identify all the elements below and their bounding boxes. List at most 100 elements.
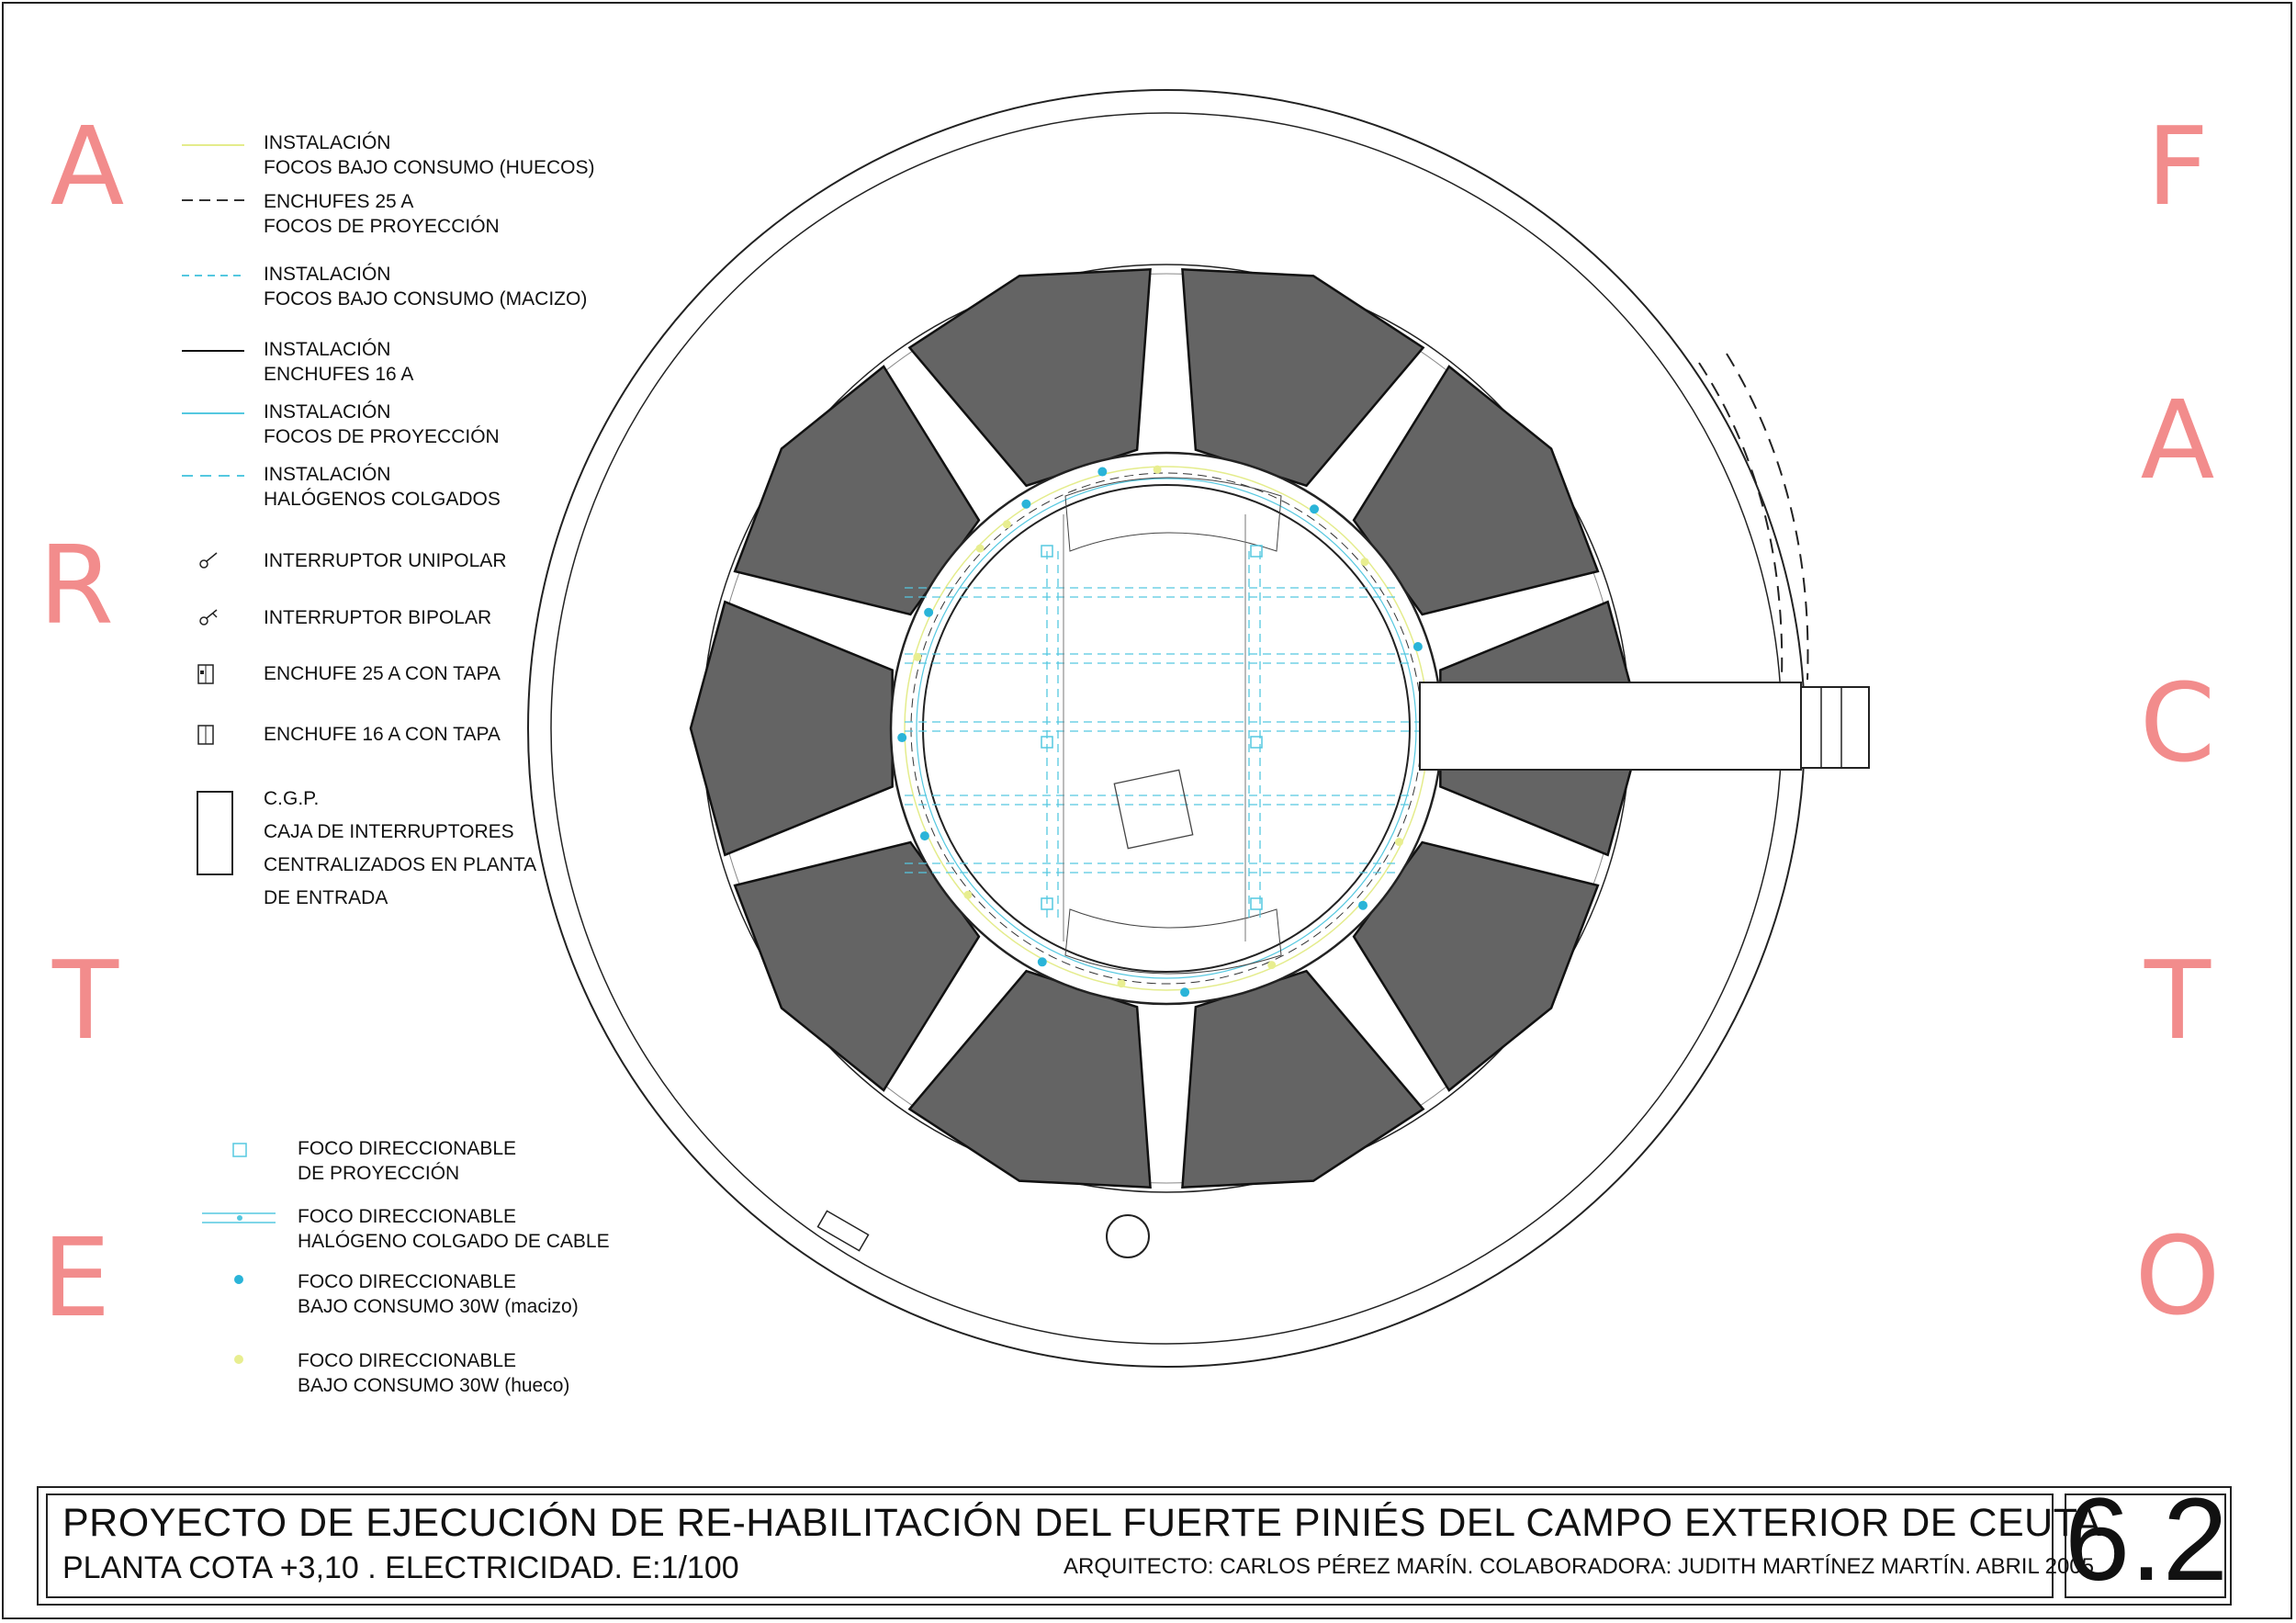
bridge-end xyxy=(1800,686,1870,769)
lamp-macizo-3 xyxy=(1412,642,1423,652)
legend-switch-bipolar: INTERRUPTOR BIPOLAR xyxy=(264,607,492,628)
legend-light-1: FOCO DIRECCIONABLE DE PROYECCIÓN xyxy=(298,1136,516,1186)
embrasure-5 xyxy=(1181,969,1425,1189)
legend-socket-25a: ENCHUFE 25 A CON TAPA xyxy=(264,663,501,684)
title-block-outer xyxy=(37,1486,2232,1606)
embrasure-7 xyxy=(733,840,981,1092)
side-letter-c: C xyxy=(2139,659,2216,786)
legend-line-2-a: ENCHUFES 25 A xyxy=(264,191,414,212)
grid-structure xyxy=(1063,514,1246,941)
legend-line-1: INSTALACIÓN FOCOS BAJO CONSUMO (HUECOS) xyxy=(264,130,595,180)
legend-cgp: C.G.P. CAJA DE INTERRUPTORES CENTRALIZAD… xyxy=(264,783,536,915)
embrasures xyxy=(689,267,1644,1189)
lamp-hueco-6 xyxy=(1117,979,1126,988)
lamp-macizo-7 xyxy=(1037,957,1047,967)
switch-unipolar-icon xyxy=(199,552,218,569)
stairs xyxy=(1064,477,1282,975)
legend-socket-16a: ENCHUFE 16 A CON TAPA xyxy=(264,724,501,745)
side-letter-t: T xyxy=(51,937,119,1064)
side-letter-a2: A xyxy=(2140,377,2215,503)
legend-light-4: FOCO DIRECCIONABLE BAJO CONSUMO 30W (hue… xyxy=(298,1348,569,1398)
cyan-grid xyxy=(905,551,1419,919)
lamp-macizo-2 xyxy=(1310,504,1320,514)
sheet-number-box xyxy=(2065,1493,2226,1598)
lamp-hueco-7 xyxy=(963,890,973,899)
legend-light-1-a: FOCO DIRECCIONABLE xyxy=(298,1138,517,1159)
plan-subtitle: PLANTA COTA +3,10 . ELECTRICIDAD. E:1/10… xyxy=(62,1550,739,1585)
legend-light-3: FOCO DIRECCIONABLE BAJO CONSUMO 30W (mac… xyxy=(298,1269,579,1319)
yellow-dot-icon xyxy=(234,1355,243,1364)
legend-line-2: ENCHUFES 25 A FOCOS DE PROYECCIÓN xyxy=(264,189,500,239)
legend-switch-unipolar: INTERRUPTOR UNIPOLAR xyxy=(264,550,507,571)
legend-line-5: INSTALACIÓN FOCOS DE PROYECCIÓN xyxy=(264,400,500,449)
legend-light-4-b: BAJO CONSUMO 30W (hueco) xyxy=(298,1375,570,1396)
legend-light-2-a: FOCO DIRECCIONABLE xyxy=(298,1206,517,1227)
lamp-hueco-9 xyxy=(975,544,985,553)
socket-25a-icon xyxy=(197,664,214,684)
lamp-hueco-1 xyxy=(1002,520,1011,529)
embrasure-2 xyxy=(1352,365,1600,616)
side-letter-f: F xyxy=(2146,103,2209,230)
projector-square-icon xyxy=(232,1143,247,1157)
legend-line-6-b: HALÓGENOS COLGADOS xyxy=(264,489,501,510)
central-skylight xyxy=(1113,769,1194,850)
lamp-hueco-4 xyxy=(1394,838,1403,847)
well-circle xyxy=(1106,1214,1150,1258)
lamp-hueco-3 xyxy=(1360,558,1369,567)
bridge-walkway xyxy=(1419,682,1802,771)
projector-squares xyxy=(1041,545,1263,910)
lamp-macizo-10 xyxy=(924,607,934,617)
embrasure-1 xyxy=(1181,267,1425,488)
legend-light-2-b: HALÓGENO COLGADO DE CABLE xyxy=(298,1231,610,1252)
legend-cgp-1: C.G.P. xyxy=(264,788,320,809)
small-hatch xyxy=(816,1210,870,1252)
lamp-macizo-6 xyxy=(1180,987,1190,997)
legend-light-3-b: BAJO CONSUMO 30W (macizo) xyxy=(298,1296,579,1317)
side-letter-r: R xyxy=(39,522,114,648)
sheet-number: 6.2 xyxy=(2065,1474,2228,1606)
legend-cgp-4: DE ENTRADA xyxy=(264,887,388,908)
tower-wall-band-3 xyxy=(916,478,1417,979)
legend-light-1-b: DE PROYECCIÓN xyxy=(298,1163,460,1184)
legend-line-symbols xyxy=(182,144,276,1364)
embrasure-8 xyxy=(689,600,894,857)
lamp-hueco-5 xyxy=(1267,961,1277,970)
project-title: PROYECTO DE EJECUCIÓN DE RE-HABILITACIÓN… xyxy=(62,1501,2102,1545)
lamp-hueco-2 xyxy=(1153,465,1162,474)
switch-bipolar-icon xyxy=(199,609,218,626)
legend-line-2-b: FOCOS DE PROYECCIÓN xyxy=(264,216,500,237)
lamp-macizo-8 xyxy=(919,831,929,841)
side-letter-t2: T xyxy=(2144,937,2212,1064)
legend-line-6: INSTALACIÓN HALÓGENOS COLGADOS xyxy=(264,462,501,512)
tower-wall-outer xyxy=(889,451,1444,1006)
socket-16a-icon xyxy=(197,725,214,745)
side-letter-a: A xyxy=(50,103,125,230)
legend-line-5-a: INSTALACIÓN xyxy=(264,401,391,423)
dashed-arc-gate-2 xyxy=(1726,353,1809,681)
tower-core xyxy=(889,451,1444,1006)
blue-dot-icon xyxy=(234,1275,243,1284)
legend-line-3: INSTALACIÓN FOCOS BAJO CONSUMO (MACIZO) xyxy=(264,262,587,311)
legend-light-3-a: FOCO DIRECCIONABLE xyxy=(298,1271,517,1292)
legend-line-1-a: INSTALACIÓN xyxy=(264,132,391,153)
legend-line-4-b: ENCHUFES 16 A xyxy=(264,364,414,385)
embrasure-9 xyxy=(733,365,981,616)
stair-bottom xyxy=(1064,908,1282,975)
legend-light-4-a: FOCO DIRECCIONABLE xyxy=(298,1350,517,1371)
legend-line-4-a: INSTALACIÓN xyxy=(264,339,391,360)
legend-line-5-b: FOCOS DE PROYECCIÓN xyxy=(264,426,500,447)
stair-top xyxy=(1064,477,1282,552)
lamp-macizo-5 xyxy=(1358,900,1368,910)
legend-cgp-3: CENTRALIZADOS EN PLANTA xyxy=(264,854,537,875)
lamp-hueco-8 xyxy=(913,652,922,661)
lamp-macizo-1 xyxy=(1097,467,1108,477)
title-block-inner xyxy=(46,1493,2054,1598)
embrasure-4 xyxy=(1352,840,1600,1092)
legend-light-2: FOCO DIRECCIONABLE HALÓGENO COLGADO DE C… xyxy=(298,1204,610,1254)
tower-wall-inner xyxy=(922,484,1411,973)
lamp-macizo-11 xyxy=(1021,499,1031,509)
legend-line-1-b: FOCOS BAJO CONSUMO (HUECOS) xyxy=(264,157,595,178)
legend-cgp-2: CAJA DE INTERRUPTORES xyxy=(264,821,514,842)
